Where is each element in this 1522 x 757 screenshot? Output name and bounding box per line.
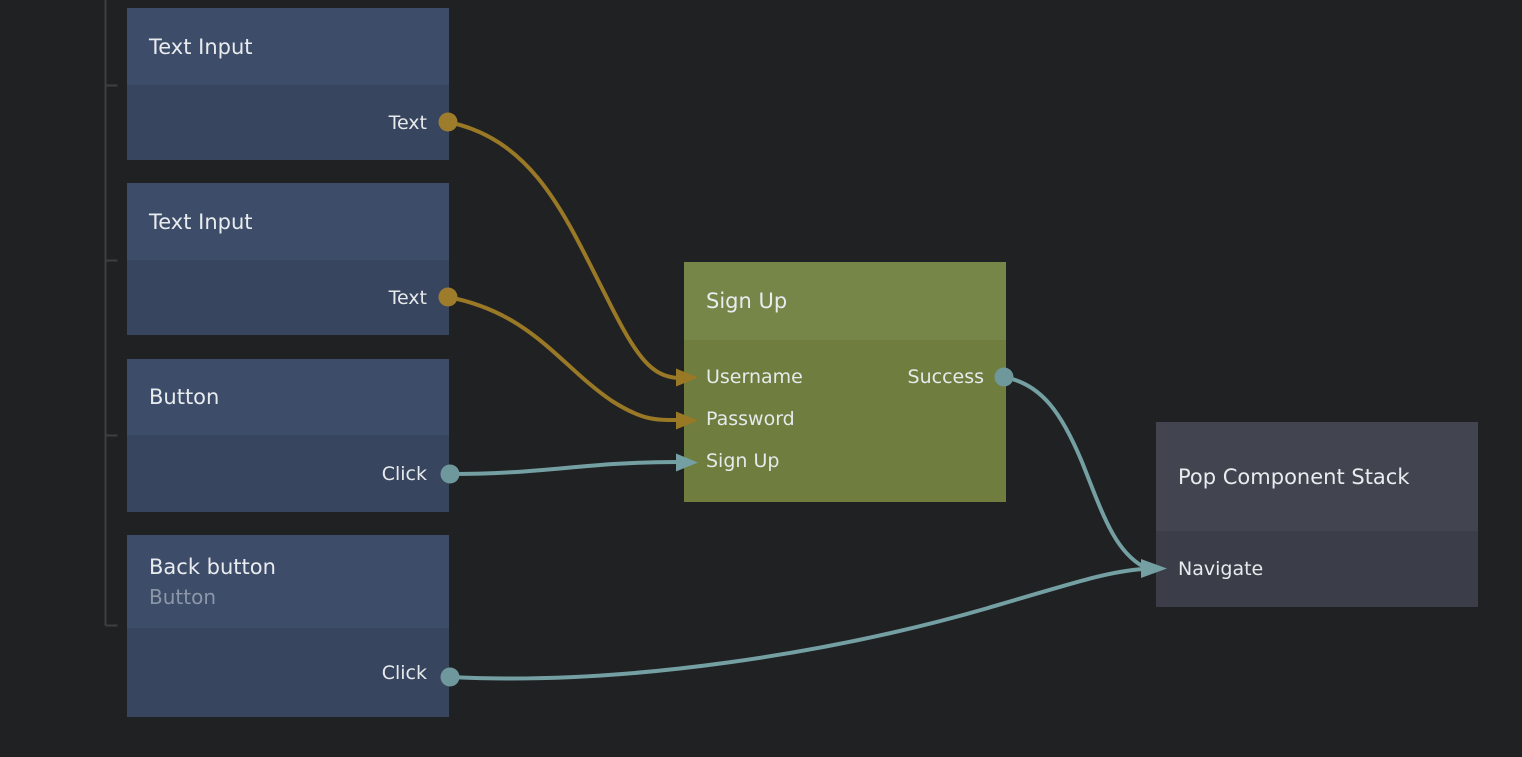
port-label: Click [381, 661, 427, 684]
node-title: Button [149, 385, 220, 409]
node-title: Back button [149, 554, 276, 579]
node-body: Text [127, 85, 449, 160]
port-row: Sign Up [684, 440, 1006, 482]
node-button[interactable]: Button Click [127, 359, 449, 512]
node-header[interactable]: Text Input [127, 183, 449, 260]
port-input-navigate[interactable]: Navigate [1156, 531, 1478, 607]
port-output-click[interactable]: Click [127, 628, 449, 717]
port-row: Password [684, 398, 1006, 440]
port-label: Text [388, 111, 427, 134]
port-input-username[interactable]: Username [706, 366, 803, 388]
hierarchy-connector-line [104, 0, 118, 627]
node-header[interactable]: Button [127, 359, 449, 435]
port-row: Username Success [684, 356, 1006, 398]
node-back-button[interactable]: Back button Button Click [127, 535, 449, 717]
connection-backclick-to-navigate[interactable] [448, 567, 1146, 681]
node-header[interactable]: Back button Button [127, 535, 449, 628]
port-input-sign-up[interactable]: Sign Up [706, 450, 780, 472]
port-label: Click [381, 462, 427, 485]
connection-text1-to-username[interactable] [446, 120, 680, 380]
node-body: Navigate [1156, 531, 1478, 607]
port-output-text[interactable]: Text [127, 85, 449, 160]
connection-click-to-signup[interactable] [448, 460, 680, 476]
node-sign-up[interactable]: Sign Up Username Success Password Sign U… [684, 262, 1006, 502]
port-label: Navigate [1178, 558, 1264, 580]
node-header[interactable]: Pop Component Stack [1156, 422, 1478, 531]
node-header[interactable]: Sign Up [684, 262, 1006, 340]
node-body: Click [127, 628, 449, 717]
node-body: Username Success Password Sign Up [684, 340, 1006, 502]
port-output-click[interactable]: Click [127, 435, 449, 512]
node-text-input-2[interactable]: Text Input Text [127, 183, 449, 335]
connection-success-to-navigate[interactable] [1002, 375, 1146, 569]
node-body: Text [127, 260, 449, 335]
port-label: Text [388, 286, 427, 309]
node-title: Text Input [149, 34, 253, 59]
port-input-password[interactable]: Password [706, 408, 795, 430]
port-output-success[interactable]: Success [907, 366, 984, 388]
node-subtitle: Button [149, 584, 216, 609]
node-title: Pop Component Stack [1178, 464, 1410, 489]
connection-text2-to-password[interactable] [446, 295, 680, 422]
node-body: Click [127, 435, 449, 512]
node-title: Sign Up [706, 289, 788, 313]
node-text-input-1[interactable]: Text Input Text [127, 8, 449, 160]
node-title: Text Input [149, 209, 253, 234]
node-header[interactable]: Text Input [127, 8, 449, 85]
port-output-text[interactable]: Text [127, 260, 449, 335]
node-pop-component-stack[interactable]: Pop Component Stack Navigate [1156, 422, 1478, 607]
